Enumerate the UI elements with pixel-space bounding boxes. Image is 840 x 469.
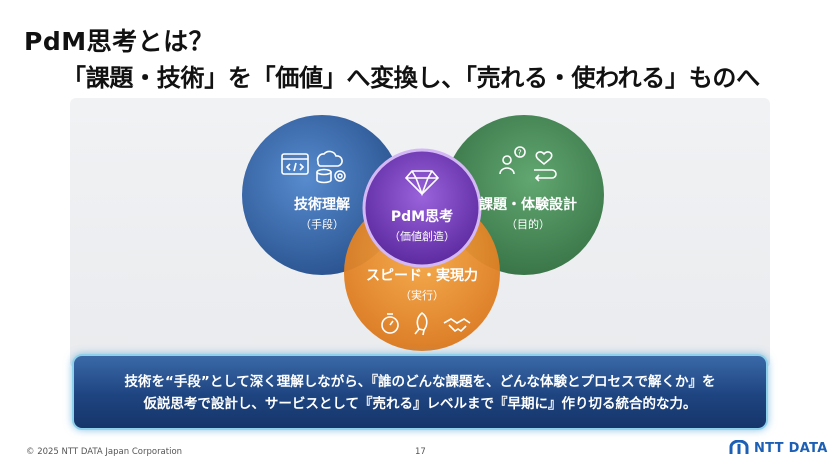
diamond-icon bbox=[404, 170, 440, 197]
technology-label: 技術理解 bbox=[294, 197, 350, 213]
gear-icon bbox=[334, 170, 346, 182]
venn-label-center: PdM思考 （価値創造） bbox=[372, 206, 472, 244]
heart-loop-icon bbox=[534, 151, 557, 182]
summary-line-2: 仮説思考で設計し、サービスとして『売れる』レベルまで『早期に』作り切る統合的な力… bbox=[143, 396, 697, 412]
handshake-icon bbox=[443, 318, 471, 333]
venn-label-left: 技術理解 （手段） bbox=[272, 194, 372, 232]
venn-label-bottom: スピード・実現力 （実行） bbox=[362, 265, 482, 303]
technology-sublabel: （手段） bbox=[300, 218, 344, 231]
experience-design-sublabel: （目的） bbox=[506, 218, 550, 231]
ntt-data-logo-icon bbox=[729, 440, 749, 454]
venn-stage: ? 技術理解 （手段） bbox=[70, 98, 770, 368]
copyright: © 2025 NTT DATA Japan Corporation bbox=[26, 447, 183, 457]
cloud-database-icon bbox=[316, 150, 343, 184]
speed-execution-sublabel: （実行） bbox=[400, 289, 444, 302]
experience-design-label: 課題・体験設計 bbox=[479, 197, 577, 213]
ntt-data-logo: NTT DATA bbox=[728, 440, 828, 456]
summary-box: 技術を“手段”として深く理解しながら、『誰のどんな課題を、どんな体験とプロセスで… bbox=[72, 354, 768, 430]
summary-line-1: 技術を“手段”として深く理解しながら、『誰のどんな課題を、どんな体験とプロセスで… bbox=[124, 374, 716, 390]
rocket-icon bbox=[414, 312, 428, 336]
stopwatch-icon bbox=[381, 313, 399, 334]
venn-diagram: ? bbox=[242, 115, 604, 351]
svg-text:?: ? bbox=[518, 149, 522, 158]
page-number: 17 bbox=[415, 447, 426, 457]
pdm-thinking-sublabel: （価値創造） bbox=[389, 230, 455, 243]
venn-circle-center bbox=[362, 148, 482, 268]
venn-label-right: 課題・体験設計 （目的） bbox=[468, 194, 588, 232]
pdm-thinking-label: PdM思考 bbox=[390, 209, 454, 225]
page-subtitle: 「課題・技術」を「価値」へ変換し、「売れる・使われる」ものへ bbox=[62, 64, 760, 92]
logo-text: NTT DATA bbox=[754, 440, 828, 456]
page-title: PdM思考とは？ bbox=[24, 27, 215, 56]
code-window-icon bbox=[281, 153, 309, 175]
speed-execution-label: スピード・実現力 bbox=[366, 268, 478, 284]
people-question-icon: ? bbox=[499, 146, 526, 175]
